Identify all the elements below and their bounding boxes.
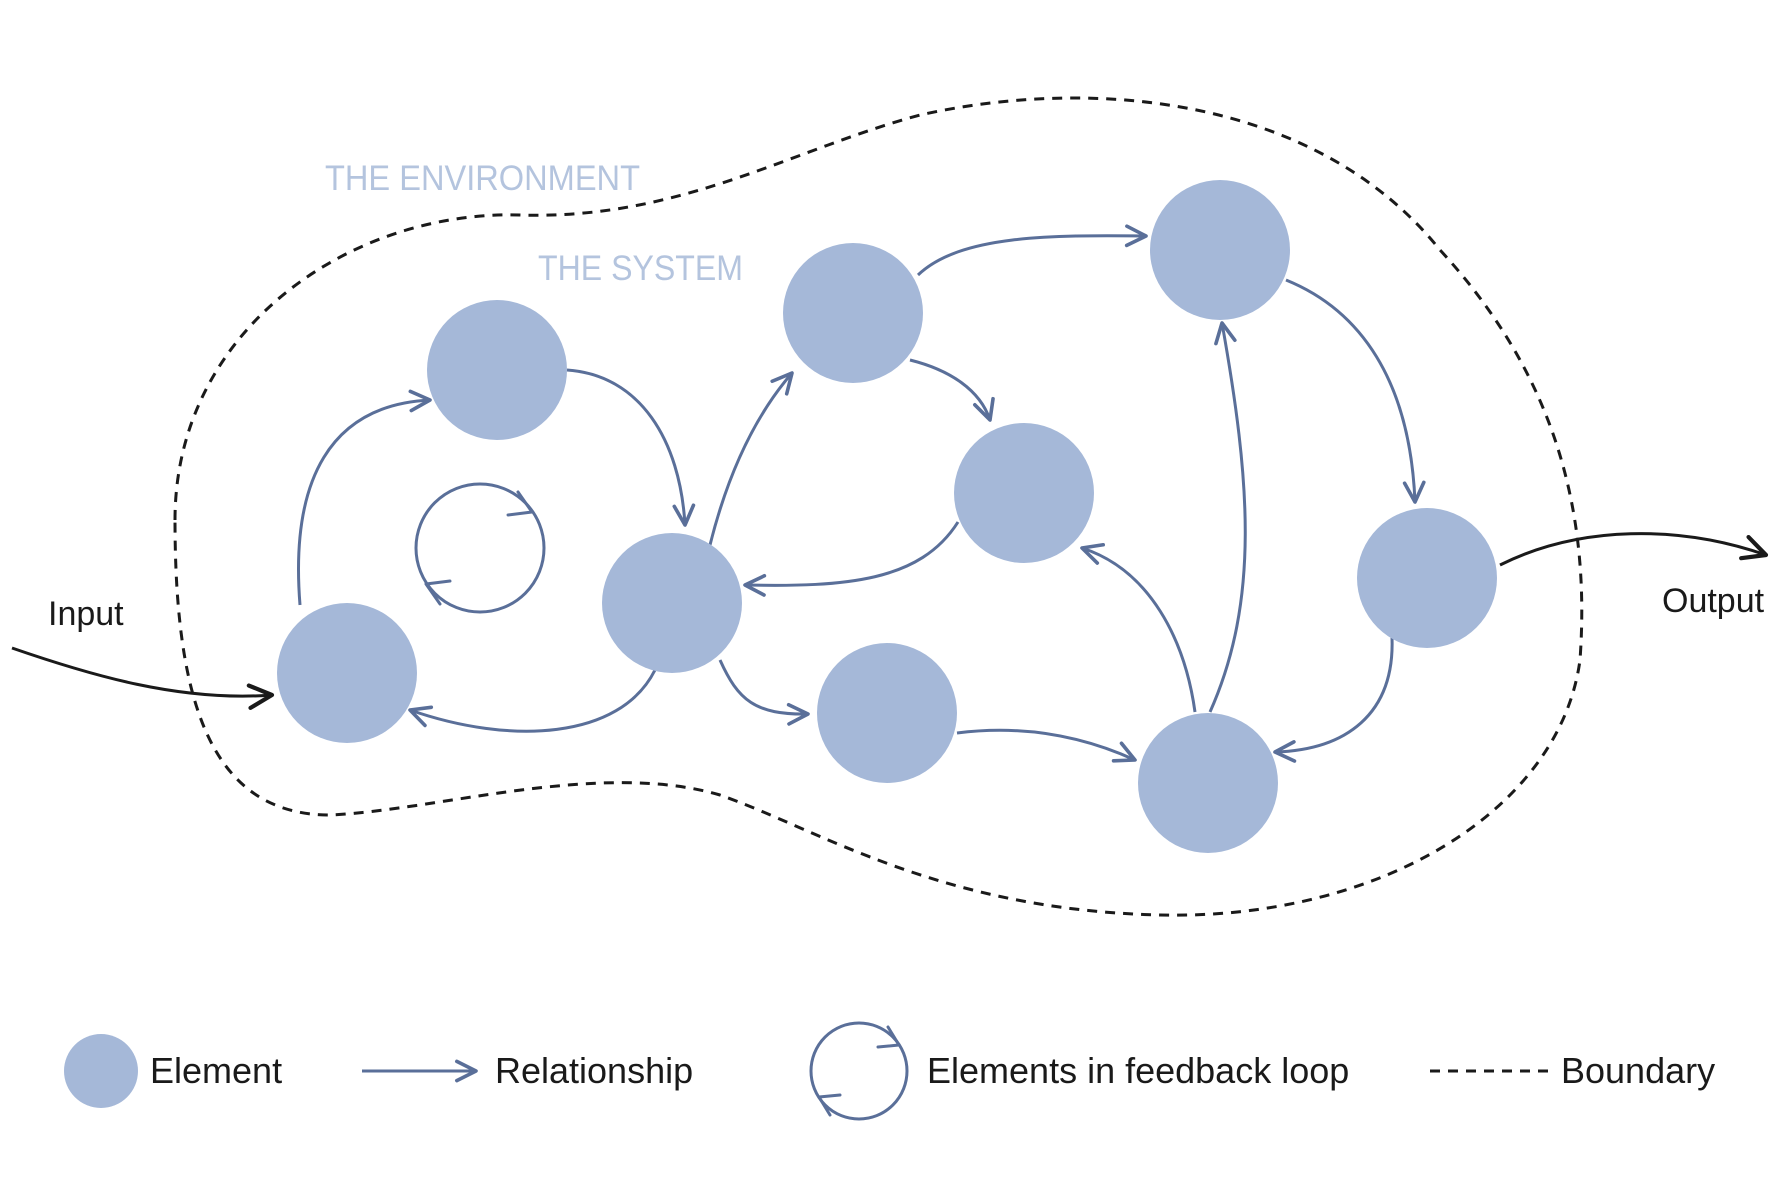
output-label: Output bbox=[1662, 582, 1765, 620]
system-boundary bbox=[173, 96, 1584, 917]
relationship-arrow bbox=[743, 521, 960, 597]
legend-element-label: Element bbox=[150, 1050, 282, 1091]
relationship-arrow bbox=[956, 728, 1137, 763]
element-node bbox=[1357, 508, 1497, 648]
legend-relationship-label: Relationship bbox=[495, 1050, 693, 1091]
element-node bbox=[1138, 713, 1278, 853]
legend-element-icon bbox=[64, 1034, 138, 1108]
relationship-arrow bbox=[1208, 321, 1247, 713]
relationship-arrow bbox=[566, 368, 696, 527]
relationship-arrow bbox=[1273, 636, 1394, 763]
legend-boundary-label: Boundary bbox=[1561, 1050, 1715, 1091]
element-node bbox=[783, 243, 923, 383]
relationship-arrow bbox=[1080, 542, 1197, 713]
input-label: Input bbox=[48, 595, 124, 633]
relationship-arrow bbox=[718, 659, 810, 726]
relationship-arrow bbox=[708, 371, 794, 546]
relationship-arrow bbox=[916, 224, 1148, 277]
element-node bbox=[954, 423, 1094, 563]
output-arrow bbox=[1499, 532, 1769, 567]
environment-label: THE ENVIRONMENT bbox=[325, 159, 640, 198]
element-node bbox=[427, 300, 567, 440]
legend-feedback-loop-icon bbox=[809, 1021, 909, 1121]
input-arrow bbox=[11, 646, 275, 710]
relationship-arrow bbox=[408, 669, 657, 733]
element-node bbox=[277, 603, 417, 743]
element-node bbox=[817, 643, 957, 783]
feedback-loop-icon bbox=[414, 482, 546, 614]
system-label: THE SYSTEM bbox=[538, 249, 743, 288]
relationship-arrow bbox=[297, 389, 432, 606]
element-node bbox=[602, 533, 742, 673]
relationship-arrow bbox=[1285, 278, 1426, 504]
relationship-arrow bbox=[909, 358, 995, 422]
legend: Element Relationship Elements in feedbac… bbox=[64, 1021, 1715, 1121]
legend-feedback-loop-label: Elements in feedback loop bbox=[927, 1050, 1349, 1091]
element-node bbox=[1150, 180, 1290, 320]
